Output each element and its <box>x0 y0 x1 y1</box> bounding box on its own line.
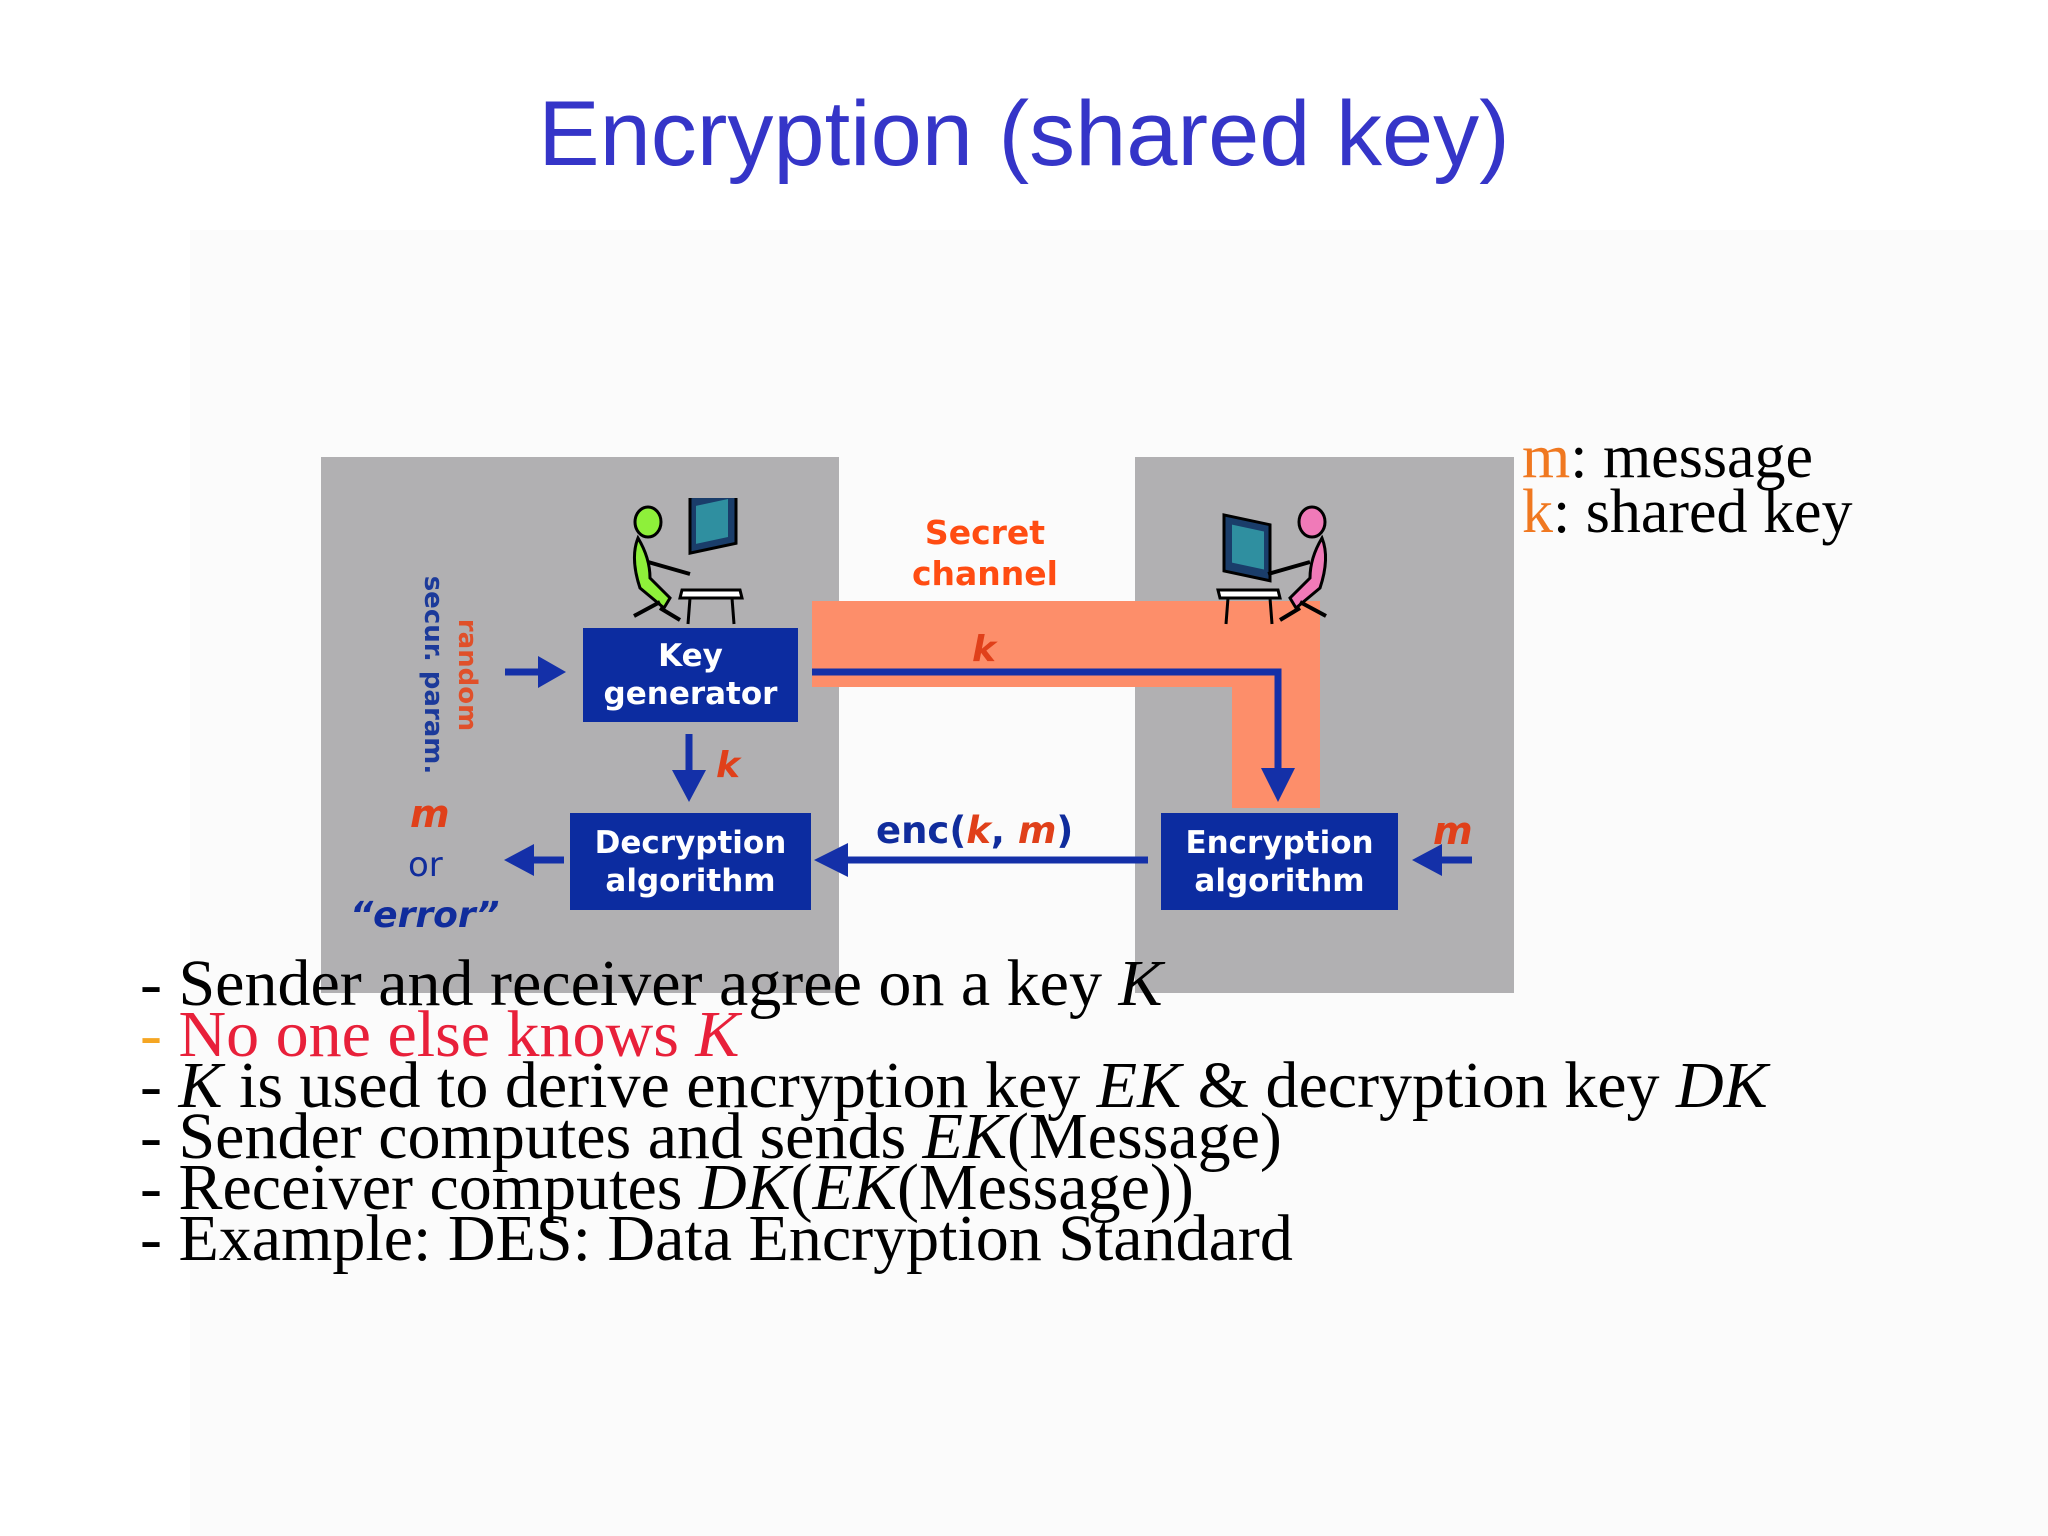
channel-key-arrowhead <box>1261 768 1295 802</box>
keygen-arrowhead <box>672 770 706 802</box>
ciphertext-label: enc(k, m) <box>876 812 1073 849</box>
bullet-sender-computes: - Sender computes and sends EK(Message) <box>140 1104 1768 1170</box>
encryption-label-line2: algorithm <box>1194 862 1365 899</box>
slide-title: Encryption (shared key) <box>538 83 1510 185</box>
legend-m-desc: : message <box>1570 423 1813 491</box>
param-label-secur: secur. param. <box>418 575 448 775</box>
ciphertext-arrowhead <box>814 843 848 877</box>
channel-key-label: k <box>972 632 996 668</box>
bullet-3-var3: DK <box>1676 1049 1768 1122</box>
decryption-label-line1: Decryption <box>594 824 787 861</box>
bullet-5-var2: EK <box>812 1151 897 1224</box>
message-input-label: m <box>1433 812 1473 850</box>
output-or-label: or <box>408 845 443 885</box>
channel-key-k: k <box>972 629 996 670</box>
channel-key-arrow-line <box>812 668 1282 770</box>
enc-sep: , <box>990 809 1018 852</box>
output-arrowhead <box>504 844 534 876</box>
bullet-example-des: - Example: DES: Data Encryption Standard <box>140 1206 1768 1272</box>
key-generator-label-line1: Key <box>658 638 723 674</box>
key-generator-box: Key generator <box>583 628 798 722</box>
param-label-random: random <box>452 618 482 732</box>
decryption-label-line2: algorithm <box>605 862 776 899</box>
bullet-3-var2: EK <box>1096 1049 1182 1122</box>
bullet-1-var: K <box>1118 947 1163 1020</box>
bullet-4-var: EK <box>922 1100 1007 1173</box>
message-in-arrowhead <box>1412 844 1442 876</box>
enc-m: m <box>1017 809 1057 852</box>
output-error-label: “error” <box>350 895 500 936</box>
keygen-key-k: k <box>716 745 740 786</box>
security-parameter-label: random secur. param. <box>390 576 510 775</box>
legend: m: message k: shared key <box>1522 426 1853 543</box>
bullet-2-text: No one else knows <box>161 998 696 1071</box>
enc-suffix: ) <box>1056 809 1074 852</box>
bullet-2-dash: - <box>140 998 162 1071</box>
key-generator-label-line2: generator <box>603 676 778 712</box>
bullet-5-var1: DK <box>698 1151 791 1224</box>
legend-key-row: k: shared key <box>1522 481 1853 543</box>
bullet-6-text: - Example: DES: Data Encryption Standard <box>140 1202 1293 1275</box>
bullet-5-text: - Receiver computes <box>140 1151 699 1224</box>
bullet-5-text3: (Message)) <box>896 1151 1194 1224</box>
bullet-5-text2: ( <box>790 1151 813 1224</box>
legend-k-desc: : shared key <box>1553 478 1853 546</box>
bullet-4-text2: (Message) <box>1007 1100 1282 1173</box>
output-message-label: m <box>410 795 450 833</box>
receiver-person-at-computer-icon <box>1216 505 1327 625</box>
param-arrowhead <box>538 656 566 688</box>
bullet-receiver-computes: - Receiver computes DK(EK(Message)) <box>140 1155 1768 1221</box>
secret-channel-label-line1: Secret <box>924 513 1046 552</box>
encryption-algorithm-box: Encryption algorithm <box>1161 813 1398 910</box>
bullet-list: - Sender and receiver agree on a key K -… <box>140 951 1768 1272</box>
bullet-derive-keys: - K is used to derive encryption key EK … <box>140 1053 1768 1119</box>
bullet-4-text: - Sender computes and sends <box>140 1100 923 1173</box>
bullet-1-text: - Sender and receiver agree on a key <box>140 947 1119 1020</box>
bullet-3-var1: K <box>178 1049 223 1122</box>
bullet-no-one-else: - No one else knows K <box>140 1002 1768 1068</box>
secret-channel-label: Secret channel <box>855 512 1115 594</box>
encryption-label-line1: Encryption <box>1185 824 1374 861</box>
keygen-key-label: k <box>716 748 740 784</box>
enc-k: k <box>966 809 991 852</box>
bullet-3-text1: is used to derive encryption key <box>222 1049 1097 1122</box>
output-m: m <box>410 792 450 836</box>
message-input-m: m <box>1433 809 1473 853</box>
enc-prefix: enc( <box>876 809 967 852</box>
bullet-3-text2: & decryption key <box>1181 1049 1677 1122</box>
legend-message-row: m: message <box>1522 426 1853 488</box>
bullet-agree-key: - Sender and receiver agree on a key K <box>140 951 1768 1017</box>
legend-k-key: k <box>1522 478 1553 546</box>
secret-channel-label-line2: channel <box>911 554 1058 593</box>
bullet-2-var: K <box>695 998 740 1071</box>
decryption-algorithm-box: Decryption algorithm <box>570 813 811 910</box>
bullet-3-dash: - <box>140 1049 179 1122</box>
legend-m-key: m <box>1522 423 1571 491</box>
sender-person-at-computer-icon <box>633 498 744 625</box>
